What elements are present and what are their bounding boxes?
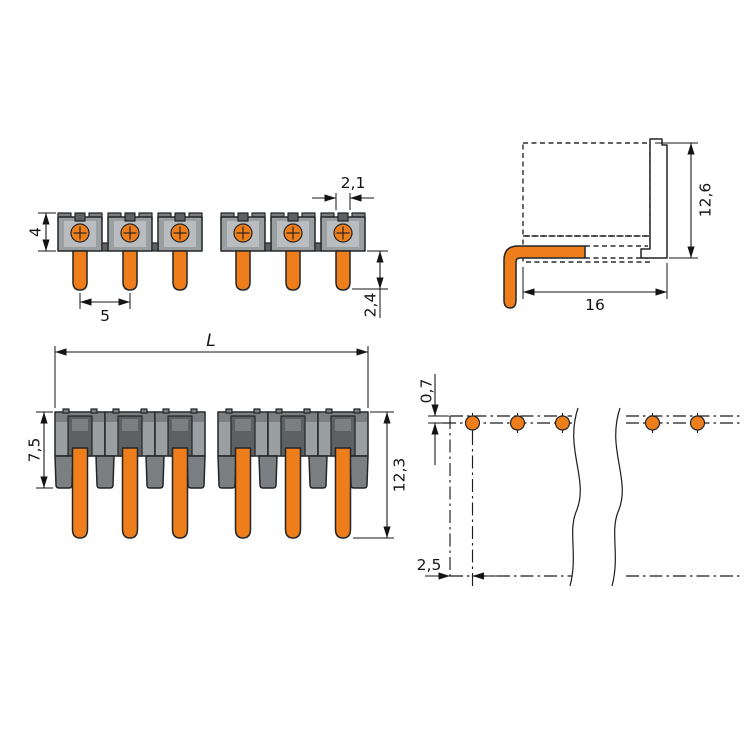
dim-label-edge-to-first-pin: 2,5: [417, 556, 442, 574]
dim-label-overall-height-front: 12,3: [391, 458, 409, 493]
dim-label-pin-width: 2,1: [341, 174, 366, 192]
housing-front-face: [640, 138, 668, 259]
front-view: L 7,5 12,3: [26, 331, 409, 539]
pole-top-6: [320, 212, 366, 291]
pole-top-1: [57, 212, 103, 291]
dim-label-pin-pitch: 5: [100, 307, 110, 325]
dim-overall-height-front: 12,3: [353, 411, 409, 539]
dim-edge-to-first-pin: 2,5: [417, 432, 498, 590]
dim-housing-height-front: 7,5: [26, 411, 53, 489]
footprint-view: 0,7 2,5: [417, 374, 742, 590]
break-line: [569, 407, 581, 587]
housing-tab-1: [54, 455, 74, 489]
housing-tab-4: [186, 455, 206, 489]
pole-link: [151, 242, 159, 252]
pole-link: [101, 242, 109, 252]
solder-pin-6: [334, 447, 352, 539]
dim-pin-tail: 2,4: [352, 250, 388, 318]
pole-top-4: [220, 212, 266, 291]
solder-pin-5: [284, 447, 302, 539]
dim-overall-length: L: [54, 331, 369, 408]
dim-pin-width: 2,1: [312, 174, 374, 210]
dim-edge-to-pin-row: 0,7: [418, 374, 449, 465]
break-line: [611, 407, 623, 587]
dim-label-overall-height-side: 12,6: [697, 183, 715, 218]
dim-overall-depth: 16: [522, 263, 668, 314]
housing-tab-3: [145, 455, 165, 489]
solder-pin-3: [171, 447, 189, 539]
dim-label-overall-depth: 16: [585, 296, 605, 314]
top-view: 4 5 2,1 2,4: [27, 174, 388, 325]
pole-row-top: [57, 212, 366, 291]
pcb-hole-3: [554, 412, 571, 434]
dim-label-edge-to-pin-row: 0,7: [418, 379, 436, 404]
pole-top-5: [270, 212, 316, 291]
side-view: 12,6 16: [503, 138, 715, 314]
housing-phantom-upper: [522, 142, 651, 237]
dim-label-housing-height-front: 7,5: [26, 438, 44, 463]
pole-top-2: [107, 212, 153, 291]
pole-link: [264, 242, 272, 252]
pole-link: [314, 242, 322, 252]
solder-pin-4: [234, 447, 252, 539]
solder-pin-side: [503, 245, 586, 309]
dim-housing-height-top: 4: [27, 212, 56, 252]
dim-overall-height-side: 12,6: [655, 142, 715, 259]
housing-tab-7: [308, 455, 328, 489]
housing-tab-2: [95, 455, 115, 489]
housing-tab-6: [258, 455, 278, 489]
dim-label-pin-tail: 2,4: [362, 293, 380, 318]
solder-pin-1: [71, 447, 89, 539]
dim-label-housing-height-top: 4: [27, 227, 45, 237]
housing-tab-8: [349, 455, 369, 489]
pole-top-3: [157, 212, 203, 291]
dim-label-overall-length: L: [206, 331, 215, 351]
solder-pin-2: [121, 447, 139, 539]
housing-tab-5: [217, 455, 237, 489]
dim-pin-pitch: 5: [79, 293, 131, 325]
